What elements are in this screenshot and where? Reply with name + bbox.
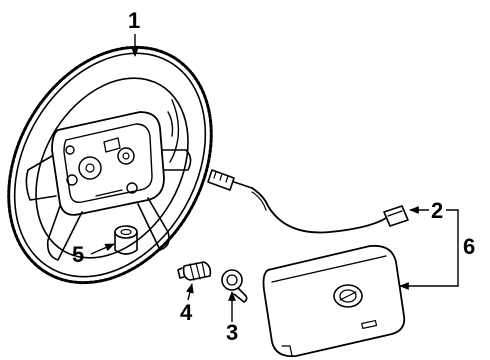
retainer — [221, 269, 248, 303]
bushing — [114, 225, 138, 255]
leader-lines — [90, 34, 459, 322]
callout-1: 1 — [128, 8, 140, 33]
wire-harness — [207, 169, 409, 234]
callout-6: 6 — [463, 234, 475, 259]
callout-3: 3 — [226, 320, 238, 345]
callout-2: 2 — [431, 198, 443, 223]
callout-4: 4 — [180, 300, 193, 325]
callout-5: 5 — [72, 242, 84, 267]
airbag-module — [262, 244, 406, 358]
steering-wheel — [7, 45, 213, 285]
plug — [177, 261, 212, 281]
